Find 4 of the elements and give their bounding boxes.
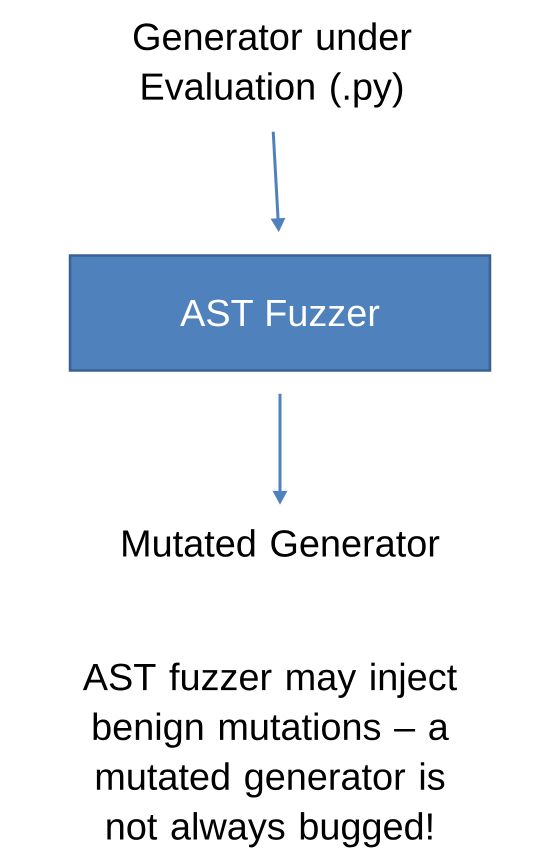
node-text: Generator under Evaluation (.py) (134, 22, 412, 108)
note-text: AST fuzzer may inject benign mutations – a mutated generator is not always bugged! (82, 662, 457, 848)
process-box: AST Fuzzer (68, 254, 492, 372)
node-text: Mutated Generator (123, 529, 440, 557)
